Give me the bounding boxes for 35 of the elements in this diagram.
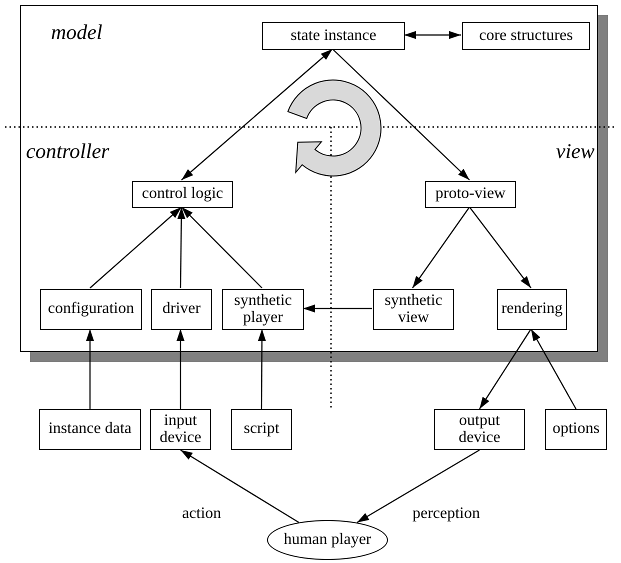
arrow bbox=[177, 207, 186, 288]
arrow bbox=[180, 449, 300, 523]
region-label: controller bbox=[26, 139, 110, 164]
arrow bbox=[412, 206, 470, 288]
process-box: state instance bbox=[262, 22, 405, 50]
process-box: output device bbox=[434, 409, 525, 450]
process-box: synthetic view bbox=[373, 289, 454, 330]
process-box: script bbox=[231, 409, 292, 450]
process-box: instance data bbox=[39, 409, 141, 450]
arrow bbox=[303, 304, 372, 312]
arrow bbox=[530, 328, 577, 410]
arrow bbox=[86, 329, 94, 409]
process-box: driver bbox=[151, 289, 212, 330]
process-box: proto-view bbox=[425, 181, 516, 208]
process-box: synthetic player bbox=[222, 289, 304, 330]
arrow bbox=[181, 206, 262, 288]
arrow bbox=[479, 328, 532, 410]
process-box: core structures bbox=[462, 22, 590, 50]
arrow bbox=[181, 48, 333, 180]
process-box: rendering bbox=[497, 289, 567, 330]
arrow bbox=[404, 31, 461, 39]
arrow bbox=[332, 48, 470, 180]
arrow bbox=[469, 206, 532, 288]
process-box: options bbox=[545, 409, 607, 450]
region-label: view bbox=[556, 139, 594, 164]
region-label: model bbox=[51, 20, 102, 45]
arrow bbox=[176, 329, 184, 409]
process-box: configuration bbox=[40, 289, 142, 330]
process-box: input device bbox=[150, 409, 211, 450]
arrow bbox=[90, 206, 182, 288]
arrow bbox=[258, 329, 266, 409]
arrow bbox=[356, 449, 480, 524]
edge-label: perception bbox=[410, 505, 482, 524]
actor-ellipse: human player bbox=[267, 520, 388, 560]
process-box: control logic bbox=[132, 181, 233, 208]
